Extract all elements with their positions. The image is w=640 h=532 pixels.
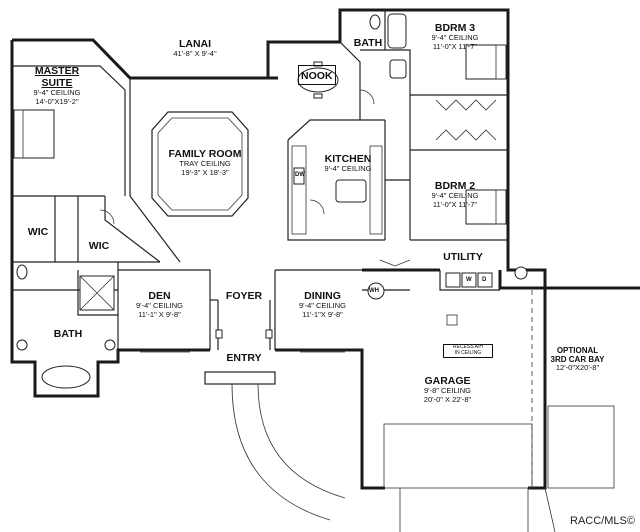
bath-sink (389, 59, 407, 79)
recess-line-1: RECESS A/H (452, 344, 483, 350)
room-nook: NOOK (298, 65, 336, 86)
master-toilet (16, 264, 28, 280)
room-name: OPTIONAL (556, 346, 599, 355)
room-ceiling: 9'-8" CEILING (423, 386, 472, 396)
room-name: BDRM 3 (434, 22, 476, 34)
washer-label: W (466, 277, 472, 283)
room-bdrm2: BDRM 2 9'-4" CEILING 11'-0"X 11'-7" (425, 180, 485, 209)
room-name: KITCHEN (324, 153, 372, 165)
room-kitchen: KITCHEN 9'-4" CEILING (318, 153, 378, 174)
master-tub (41, 365, 91, 389)
room-dims: 12'-0"X20'-8" (555, 363, 600, 373)
recess-ah-label: RECESS A/H IN CEILING (443, 344, 493, 358)
dryer-label: D (482, 277, 487, 283)
room-utility: UTILITY (438, 251, 488, 263)
room-ceiling: 9'-4" CEILING (298, 301, 347, 311)
garage-fixture (514, 266, 528, 280)
room-entry: ENTRY (222, 352, 266, 364)
nook-chair (313, 93, 323, 99)
interior-walls (12, 10, 533, 488)
master-bed (13, 109, 55, 159)
room-name: FOYER (225, 290, 263, 302)
garage-door-optional (547, 405, 615, 489)
room-name: WIC (88, 240, 110, 252)
kitchen-counter (369, 145, 383, 235)
room-name: GARAGE (424, 375, 471, 387)
room-dining: DINING 9'-4" CEILING 11'-1"X 9'-8" (295, 290, 350, 319)
room-ceiling: 9'-4" CEILING (431, 33, 479, 43)
master-sink-right (104, 339, 116, 351)
room-name: NOOK (301, 70, 333, 82)
fixtures (13, 13, 615, 532)
room-dims: 19'-3" X 18'-3" (181, 167, 229, 177)
room-name: BDRM 2 (434, 180, 476, 192)
washer (461, 272, 477, 288)
room-master-bath: BATH (48, 328, 88, 340)
room-dims: 11'-0"X 11'-7" (432, 199, 478, 209)
room-name: 3RD CAR BAY (550, 355, 605, 365)
bdrm2-bed (465, 189, 507, 225)
dishwasher-label: DW (295, 172, 305, 178)
room-bdrm3: BDRM 3 9'-4" CEILING 11'-0"X 11'-7" (425, 22, 485, 51)
watermark: RACC/MLS© (570, 515, 635, 527)
room-name: DEN (148, 290, 171, 302)
bath-tub (387, 13, 407, 49)
room-name: FAMILY ROOM (168, 148, 242, 160)
room-dims: 20'-0" X 22'-8" (423, 394, 472, 404)
room-wic-2: WIC (86, 240, 112, 252)
water-heater-label: WH (369, 288, 379, 294)
room-ceiling: 9'-4" CEILING (324, 164, 372, 174)
room-name: WIC (27, 226, 49, 238)
room-lanai: LANAI 41'-8" X 9'-4" (160, 38, 230, 59)
room-name: ENTRY (226, 352, 262, 364)
dishwasher (293, 167, 305, 185)
bdrm3-bed (465, 44, 507, 80)
room-name: BATH (53, 328, 83, 340)
room-dims: 14'-0"X19'-2" (35, 96, 79, 106)
room-family: FAMILY ROOM TRAY CEILING 19'-3" X 18'-3" (160, 148, 250, 177)
toilet (369, 14, 381, 30)
dryer (477, 272, 493, 288)
utility-sink (445, 272, 461, 288)
room-optional-bay: OPTIONAL 3RD CAR BAY 12'-0"X20'-8" (545, 346, 610, 373)
room-dims: 41'-8" X 9'-4" (173, 49, 217, 59)
room-ceiling: TRAY CEILING (179, 159, 231, 169)
room-name: BATH (353, 37, 383, 49)
room-den: DEN 9'-4" CEILING 11'-1" X 9'-8" (132, 290, 187, 319)
room-name: MASTER (34, 65, 80, 77)
master-sink-left (16, 339, 28, 351)
room-name: UTILITY (443, 251, 483, 263)
room-dims: 11'-1"X 9'-8" (302, 309, 343, 319)
entry-porch (204, 371, 276, 385)
room-bath-top: BATH (350, 37, 386, 49)
room-name: LANAI (178, 38, 212, 50)
room-foyer: FOYER (222, 290, 266, 302)
room-wic-1: WIC (25, 226, 51, 238)
room-dims: 11'-0"X 11'-7" (432, 41, 478, 51)
room-dims: 11'-1" X 9'-8" (138, 309, 181, 319)
water-heater (367, 282, 385, 300)
room-ceiling: 9'-4" CEILING (135, 301, 184, 311)
room-ceiling: 9'-4" CEILING (33, 88, 81, 98)
kitchen-island (335, 179, 367, 203)
room-name: SUITE (41, 77, 73, 90)
tray-ceiling-inner (157, 117, 243, 211)
recess-line-2: IN CEILING (454, 349, 482, 356)
room-master-suite: MASTER SUITE 9'-4" CEILING 14'-0"X19'-2" (22, 65, 92, 106)
kitchen-counter (291, 145, 307, 235)
room-ceiling: 9'-4" CEILING (431, 191, 479, 201)
room-garage: GARAGE 9'-8" CEILING 20'-0" X 22'-8" (415, 375, 480, 404)
tray-ceiling (151, 111, 249, 217)
garage-door-main (383, 423, 533, 489)
room-name: DINING (304, 290, 341, 302)
